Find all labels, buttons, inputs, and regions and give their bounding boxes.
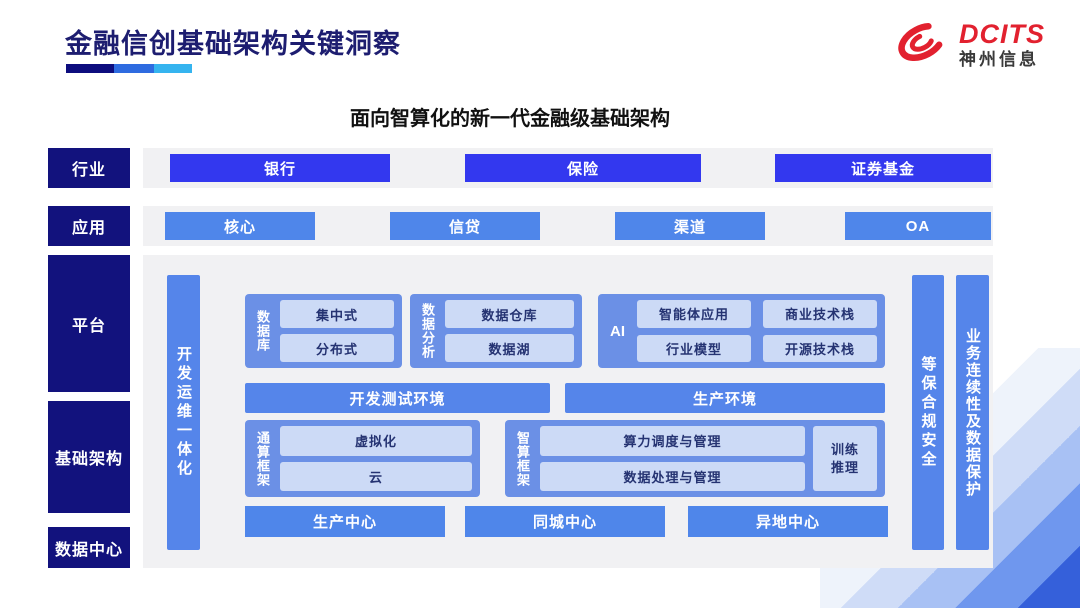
underline-segment-light	[154, 64, 192, 73]
application-item-core: 核心	[165, 212, 315, 240]
underline-segment-mid	[114, 64, 154, 73]
general-compute-item-cloud: 云	[280, 461, 472, 491]
database-item-centralized: 集中式	[280, 300, 394, 328]
underline-segment-dark	[66, 64, 114, 73]
application-item-oa: OA	[845, 212, 991, 240]
industry-item-bank: 银行	[170, 154, 390, 182]
application-strip: 核心 信贷 渠道 OA	[143, 206, 993, 246]
ai-item-industry-models: 行业模型	[637, 334, 751, 362]
security-compliance-vertical-bar: 等保合规安全	[912, 275, 944, 550]
ai-item-opensource-stack: 开源技术栈	[763, 334, 877, 362]
center-same-city: 同城中心	[465, 506, 665, 537]
data-analytics-group-label: 数据分析	[420, 303, 435, 359]
row-label-datacenter: 数据中心	[48, 527, 130, 568]
ai-compute-group: 智算框架 算力调度与管理 数据处理与管理 训练 推理	[505, 420, 885, 497]
database-group: 数据库 集中式 分布式	[245, 294, 402, 368]
general-compute-item-virtualization: 虚拟化	[280, 426, 472, 456]
production-environment-bar: 生产环境	[565, 383, 885, 413]
devops-vertical-bar: 开发运维一体化	[167, 275, 200, 550]
application-item-channel: 渠道	[615, 212, 765, 240]
database-item-distributed: 分布式	[280, 334, 394, 362]
business-continuity-vertical-bar: 业务连续性及数据保护	[956, 275, 989, 550]
row-label-platform: 平台	[48, 255, 130, 392]
center-production: 生产中心	[245, 506, 445, 537]
company-logo: DCITS 神州信息	[893, 16, 1045, 73]
row-label-application: 应用	[48, 206, 130, 246]
diagram-subtitle: 面向智算化的新一代金融级基础架构	[350, 108, 670, 130]
ai-compute-item-data-management: 数据处理与管理	[540, 461, 805, 491]
ai-item-agent-apps: 智能体应用	[637, 300, 751, 328]
row-label-industry: 行业	[48, 148, 130, 188]
dev-test-environment-bar: 开发测试环境	[245, 383, 550, 413]
center-remote: 异地中心	[688, 506, 888, 537]
page-title: 金融信创基础架构关键洞察	[65, 29, 401, 59]
general-compute-group-label: 通算框架	[255, 430, 270, 487]
logo-company-text: 神州信息	[959, 50, 1039, 70]
title-underline	[66, 64, 192, 73]
ai-compute-item-training-inference: 训练 推理	[813, 426, 877, 491]
industry-item-insurance: 保险	[465, 154, 701, 182]
row-label-infrastructure: 基础架构	[48, 401, 130, 513]
database-group-label: 数据库	[255, 310, 270, 352]
dcits-swirl-icon	[893, 16, 951, 73]
general-compute-group: 通算框架 虚拟化 云	[245, 420, 480, 497]
ai-item-commercial-stack: 商业技术栈	[763, 300, 877, 328]
logo-brand-text: DCITS	[959, 18, 1045, 49]
ai-group-label: AI	[610, 322, 625, 340]
industry-item-securities: 证券基金	[775, 154, 991, 182]
data-analytics-group: 数据分析 数据仓库 数据湖	[410, 294, 582, 368]
ai-compute-item-scheduling: 算力调度与管理	[540, 426, 805, 456]
analytics-item-warehouse: 数据仓库	[445, 300, 574, 328]
application-item-credit: 信贷	[390, 212, 540, 240]
ai-group: AI 智能体应用 商业技术栈 行业模型 开源技术栈	[598, 294, 885, 368]
industry-strip: 银行 保险 证券基金	[143, 148, 993, 188]
analytics-item-lake: 数据湖	[445, 334, 574, 362]
ai-compute-group-label: 智算框架	[515, 430, 530, 487]
